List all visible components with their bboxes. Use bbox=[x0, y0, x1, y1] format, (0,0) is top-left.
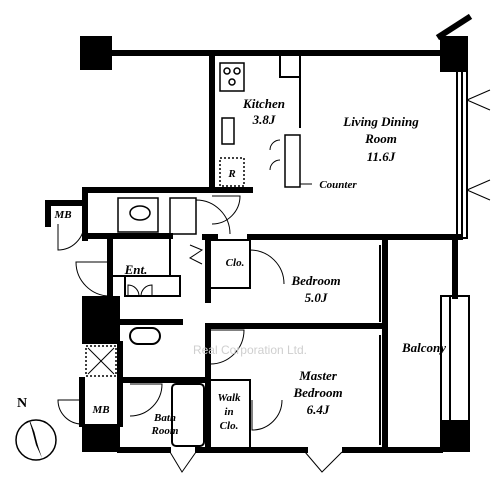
compass-north-letter: N bbox=[17, 396, 27, 411]
watermark: Real Corporation Ltd. bbox=[193, 343, 307, 357]
bedroom-label: Bedroom bbox=[290, 273, 340, 288]
counter-label: Counter bbox=[319, 179, 357, 191]
walkin-label-line2: in bbox=[224, 406, 233, 418]
structural-columns bbox=[80, 36, 470, 452]
kitchen-size: 3.8J bbox=[252, 112, 276, 127]
bedroom-size: 5.0J bbox=[305, 290, 328, 305]
walkin-label-line1: Walk bbox=[217, 392, 241, 404]
master-label-line2: Bedroom bbox=[292, 385, 342, 400]
bath-label-line2: Room bbox=[151, 425, 179, 437]
living-size: 11.6J bbox=[367, 149, 396, 164]
entrance-label: Ent. bbox=[124, 262, 148, 277]
washer-space bbox=[85, 345, 117, 377]
kitchen-label: Kitchen bbox=[242, 96, 285, 111]
walkin-label-line3: Clo. bbox=[220, 420, 239, 432]
kitchen-fixtures bbox=[219, 62, 301, 188]
closet-label: Clo. bbox=[226, 257, 245, 269]
doors bbox=[57, 89, 491, 473]
living-label-line2: Room bbox=[364, 131, 397, 146]
meter-box-top-label: MB bbox=[53, 209, 71, 221]
walls bbox=[45, 13, 473, 453]
toilet-fixture bbox=[117, 197, 197, 235]
fridge-label: R bbox=[227, 168, 235, 180]
compass-rose: N bbox=[15, 396, 57, 461]
balcony-label: Balcony bbox=[401, 340, 446, 355]
master-label-line1: Master bbox=[298, 368, 338, 383]
bath-label-line1: Bath bbox=[153, 412, 176, 424]
meter-box-bottom-label: MB bbox=[91, 404, 109, 416]
living-label-line1: Living Dining bbox=[342, 114, 419, 129]
master-size: 6.4J bbox=[307, 402, 330, 417]
compass-ring bbox=[15, 419, 57, 461]
